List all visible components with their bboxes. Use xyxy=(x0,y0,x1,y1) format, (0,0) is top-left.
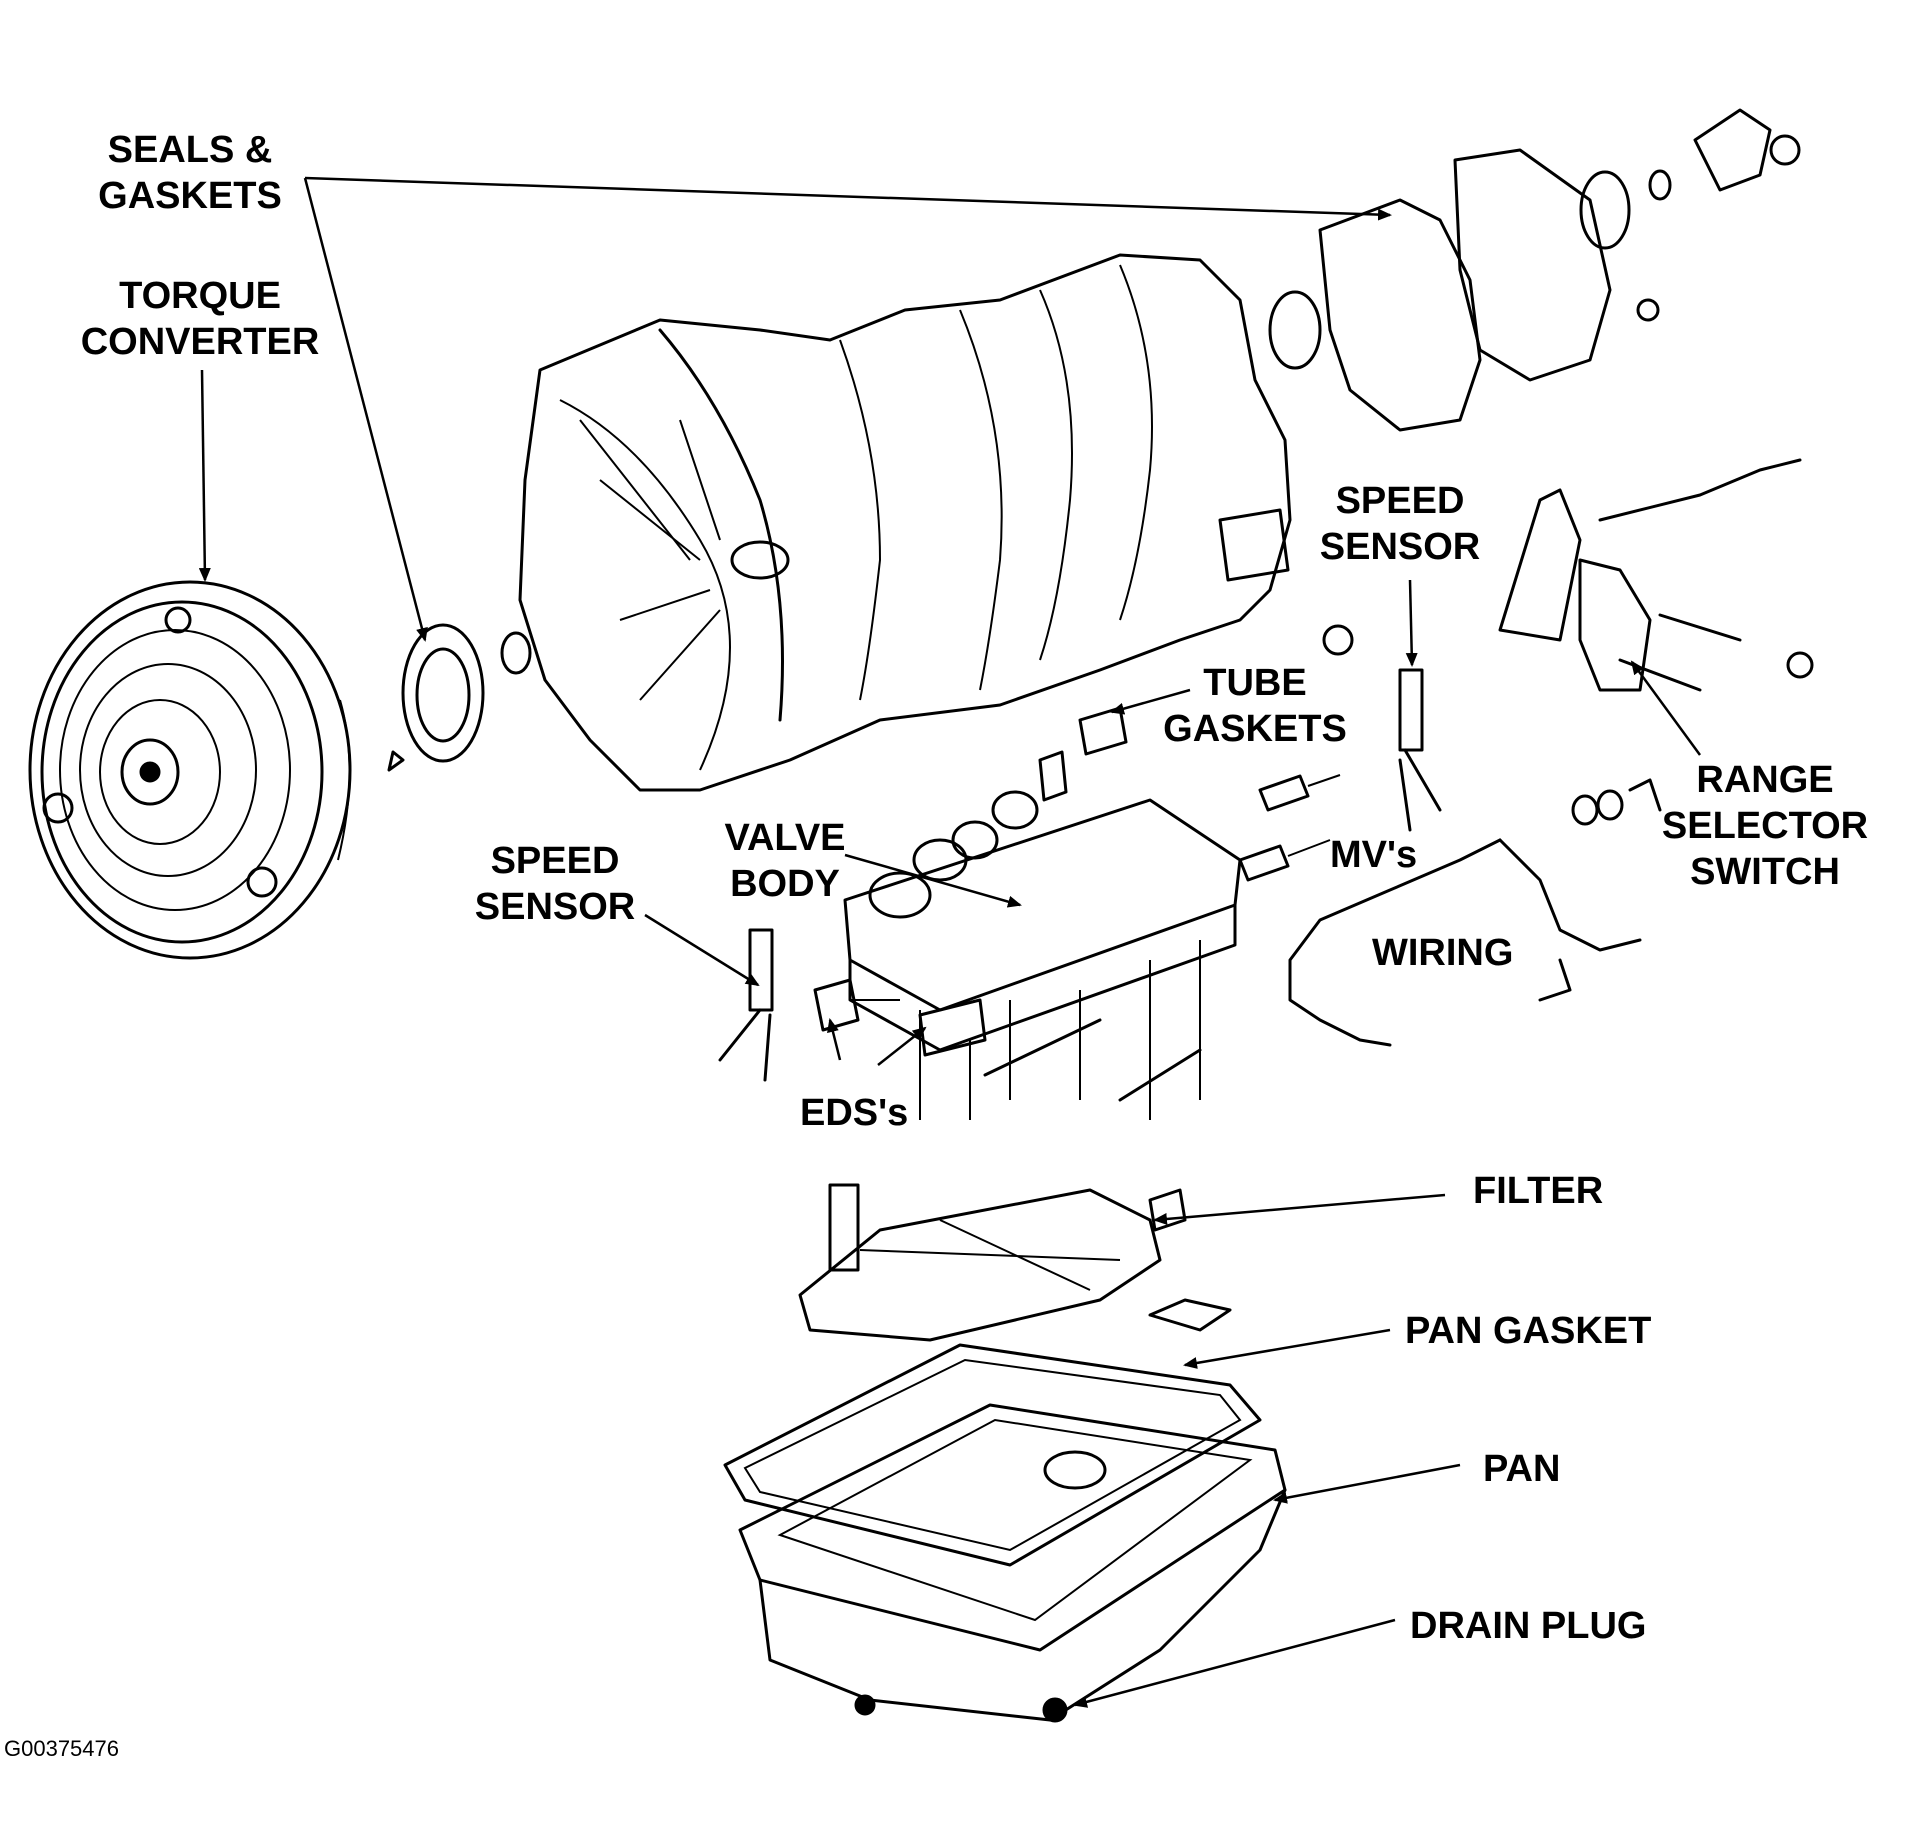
label-drain-plug: DRAIN PLUG xyxy=(1410,1605,1647,1647)
label-range-selector-switch-line2: SELECTOR xyxy=(1661,805,1869,847)
mvs-drawing xyxy=(1238,774,1341,882)
front-seal-drawing xyxy=(387,623,532,772)
label-speed-sensor-left: SPEED SENSOR xyxy=(465,838,645,930)
label-tube-gaskets-line1: TUBE xyxy=(1203,662,1307,704)
pan-gasket-drawing xyxy=(723,1343,1262,1567)
valve-body-drawing xyxy=(843,706,1242,1120)
label-wiring: WIRING xyxy=(1372,932,1514,974)
label-mvs: MV's xyxy=(1330,834,1418,876)
label-torque-converter-line2: CONVERTER xyxy=(80,321,320,363)
transmission-case-drawing xyxy=(518,253,1354,792)
label-pan-gasket: PAN GASKET xyxy=(1405,1310,1652,1352)
label-speed-sensor-right: SPEED SENSOR xyxy=(1310,478,1490,570)
label-seals-gaskets-line1: SEALS & xyxy=(107,129,273,171)
label-range-selector-switch-line3: SWITCH xyxy=(1690,851,1840,893)
figure-code: G00375476 xyxy=(4,1736,119,1761)
label-torque-converter: TORQUE CONVERTER xyxy=(50,273,350,365)
label-seals-gaskets: SEALS & GASKETS xyxy=(90,127,290,219)
label-torque-converter-line1: TORQUE xyxy=(119,275,281,317)
label-range-selector-switch-line1: RANGE xyxy=(1696,759,1834,801)
label-filter: FILTER xyxy=(1473,1170,1604,1212)
label-tube-gaskets-line2: GASKETS xyxy=(1163,708,1347,750)
label-valve-body-line2: BODY xyxy=(730,863,840,905)
label-speed-sensor-left-line1: SPEED xyxy=(490,840,620,882)
range-selector-drawing xyxy=(1498,458,1814,692)
pan-drawing xyxy=(738,1403,1287,1723)
torque-converter-drawing xyxy=(28,580,352,960)
edss-drawing xyxy=(813,978,987,1057)
label-tube-gaskets: TUBE GASKETS xyxy=(1150,660,1360,752)
label-speed-sensor-left-line2: SENSOR xyxy=(474,886,636,928)
label-valve-body: VALVE BODY xyxy=(705,815,865,907)
wiring-drawing xyxy=(1288,778,1662,1047)
leader-lines xyxy=(198,176,1702,1708)
label-seals-gaskets-line2: GASKETS xyxy=(98,175,282,217)
label-speed-sensor-right-line2: SENSOR xyxy=(1319,526,1481,568)
label-edss: EDS's xyxy=(800,1092,909,1134)
label-valve-body-line1: VALVE xyxy=(724,817,846,859)
label-range-selector-switch: RANGE SELECTOR SWITCH xyxy=(1645,757,1885,895)
small-gasket-drawing xyxy=(1148,1298,1232,1332)
label-speed-sensor-right-line1: SPEED xyxy=(1335,480,1465,522)
rear-housing-drawing xyxy=(1268,108,1801,432)
label-pan: PAN xyxy=(1483,1448,1561,1490)
speed-sensor-left-drawing xyxy=(718,928,774,1082)
filter-drawing xyxy=(798,1183,1187,1342)
speed-sensor-right-drawing xyxy=(1398,668,1442,832)
